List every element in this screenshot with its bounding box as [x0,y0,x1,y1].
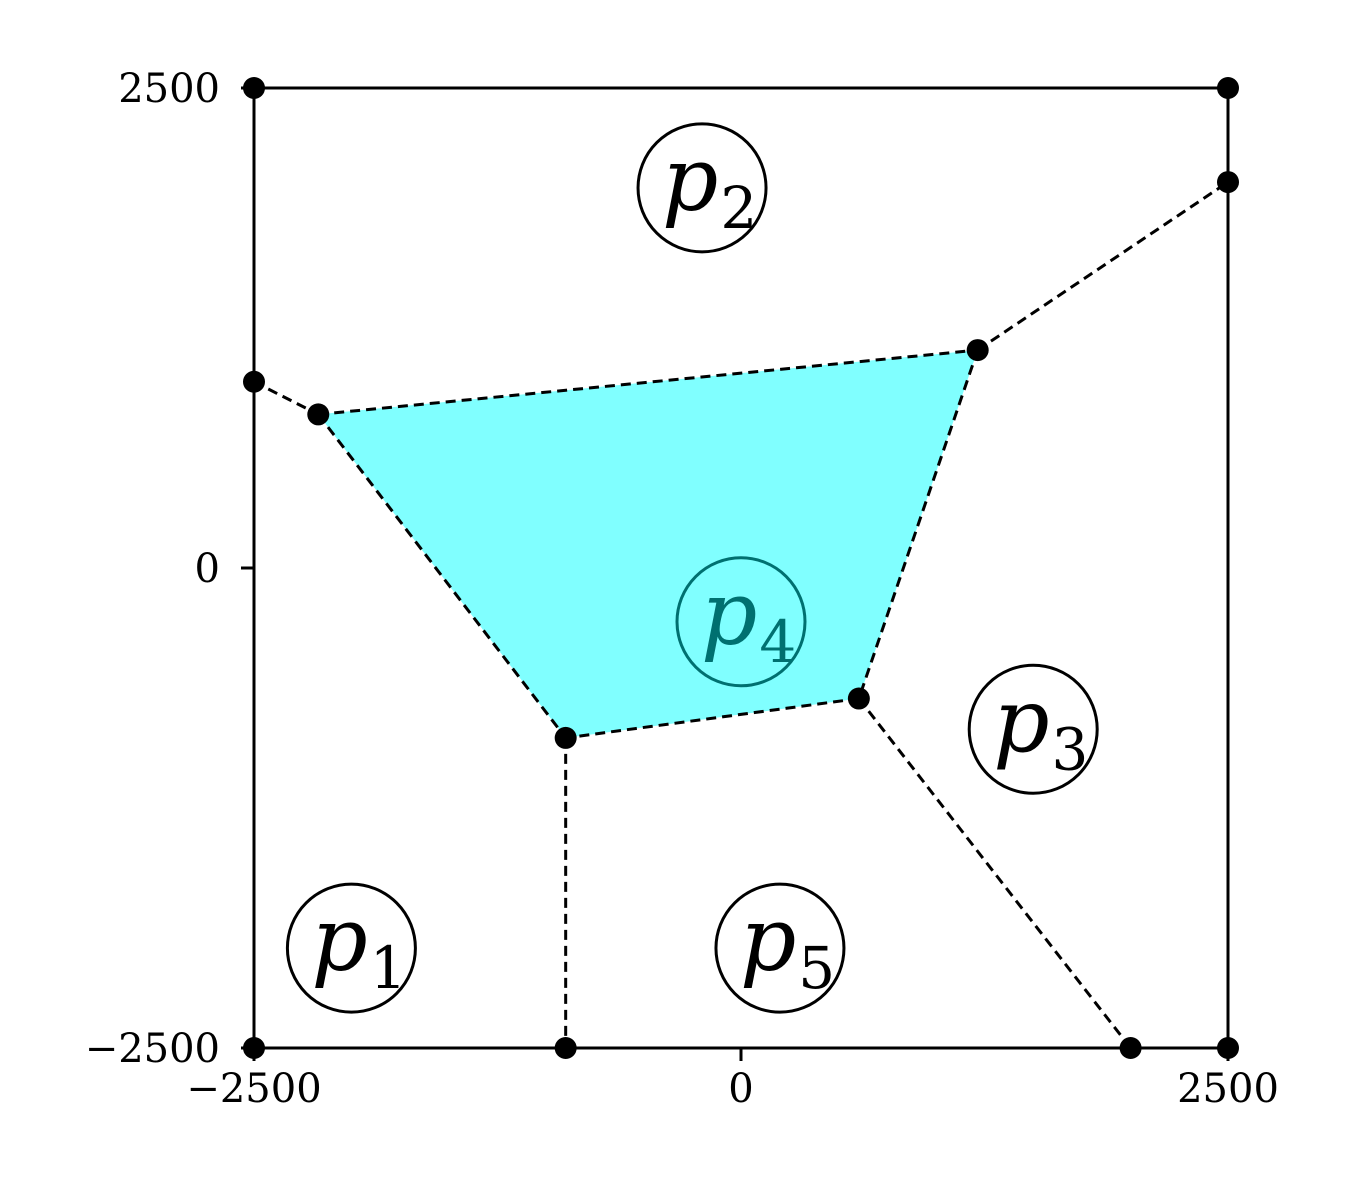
y-tick-label: −2500 [85,1026,220,1072]
vertex-layer [243,77,1239,1059]
tick-layer: −2500 0 2500 2500 0 −2500 [85,66,1279,1112]
voronoi-vertex [1217,77,1239,99]
x-tick-label: 0 [728,1066,753,1112]
site-label: p2 [662,128,757,242]
voronoi-edge [565,697,860,740]
site-circle [636,122,768,254]
y-tick-label: 0 [195,546,220,592]
site-label: p5 [740,888,835,1002]
voronoi-edge [317,413,567,739]
voronoi-edge [318,348,978,416]
site-circle [285,882,417,1014]
voronoi-edge [976,180,1229,352]
site-p5: p5 [714,882,846,1014]
voronoi-vertex [243,370,265,393]
voronoi-edge [253,380,319,416]
voronoi-vertex [243,1037,265,1059]
x-tick-label: −2500 [186,1066,321,1112]
voronoi-vertex [1217,171,1239,194]
voronoi-vertex [966,339,989,362]
voronoi-vertex [1217,1037,1239,1059]
voronoi-edge [857,349,980,700]
site-p2: p2 [636,122,768,254]
site-p1: p1 [285,882,417,1014]
voronoi-vertex [1119,1037,1142,1059]
site-circle [967,663,1099,795]
site-circle [714,882,846,1014]
voronoi-vertex [554,726,577,749]
y-tick-label: 2500 [118,66,220,112]
voronoi-vertex [554,1037,577,1059]
voronoi-edge [857,697,1132,1049]
site-label: p1 [311,888,406,1002]
site-p3: p3 [967,663,1099,795]
voronoi-vertex [847,687,870,710]
x-tick-label: 2500 [1177,1066,1279,1112]
voronoi-vertex [307,403,330,426]
site-label: p3 [993,669,1088,783]
edge-layer [253,180,1229,1049]
region-layer [318,350,978,738]
voronoi-vertex [243,77,265,99]
region-p4 [318,350,978,738]
site-circle [675,556,807,688]
